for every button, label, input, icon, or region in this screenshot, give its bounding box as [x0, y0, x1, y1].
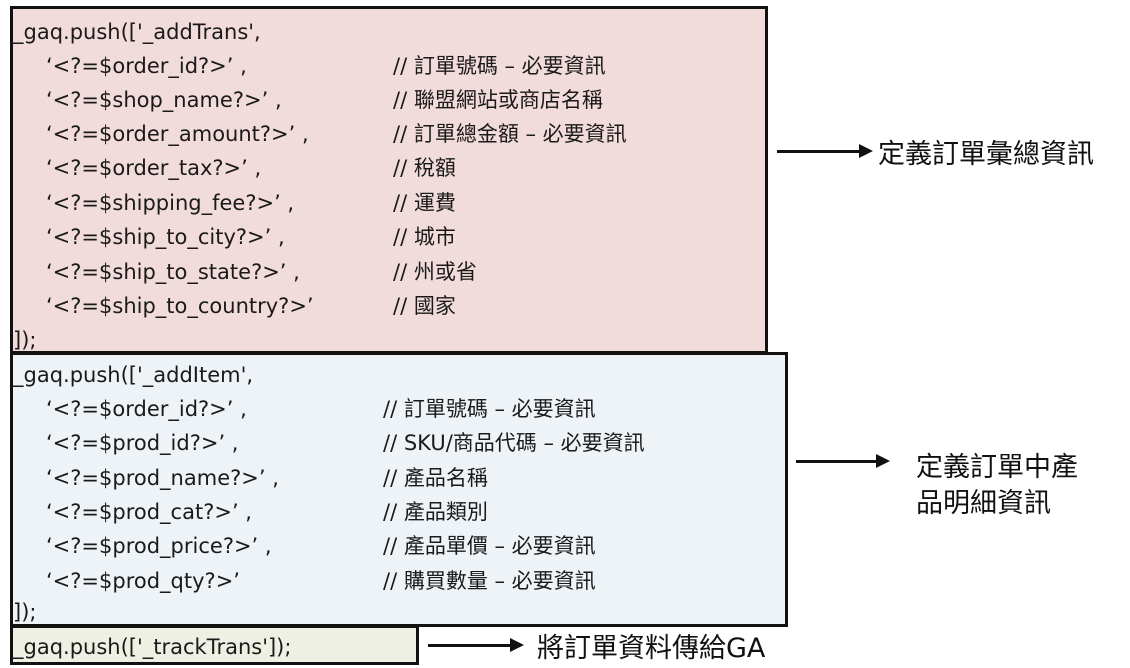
add-trans-open-line: _gaq.push(['_addTrans',	[13, 20, 261, 44]
trans-comment-order-id: // 訂單號碼 – 必要資訊	[393, 54, 606, 78]
item-annotation-line2: 品明細資訊	[916, 488, 1051, 519]
trans-comment-order-tax: // 稅額	[393, 156, 456, 180]
add-item-code-block: _gaq.push(['_addItem', ‘<?=$order_id?>’ …	[10, 352, 788, 627]
item-comment-prod-cat: // 產品類別	[383, 500, 488, 524]
item-param-prod-qty: ‘<?=$prod_qty?>’	[46, 569, 240, 593]
trans-param-ship-to-country: ‘<?=$ship_to_country?>’	[46, 294, 314, 318]
track-trans-line: _gaq.push(['_trackTrans']);	[13, 635, 292, 659]
add-item-close-line: ]);	[13, 600, 37, 624]
item-param-prod-id: ‘<?=$prod_id?>’ ,	[46, 431, 239, 455]
track-annotation: 將訂單資料傳給GA	[537, 633, 766, 664]
add-trans-close-line: ]);	[13, 328, 37, 352]
item-param-prod-cat: ‘<?=$prod_cat?>’ ,	[46, 500, 252, 524]
trans-arrow	[777, 144, 873, 158]
trans-param-shipping-fee: ‘<?=$shipping_fee?>’ ,	[46, 191, 295, 215]
add-trans-code-block: _gaq.push(['_addTrans', ‘<?=$order_id?>’…	[10, 6, 768, 354]
trans-comment-ship-to-state: // 州或省	[393, 260, 477, 284]
trans-param-ship-to-city: ‘<?=$ship_to_city?>’ ,	[46, 225, 285, 249]
item-comment-prod-name: // 產品名稱	[383, 466, 488, 490]
trans-param-order-amount: ‘<?=$order_amount?>’ ,	[46, 122, 309, 146]
trans-param-order-tax: ‘<?=$order_tax?>’ ,	[46, 156, 262, 180]
trans-comment-ship-to-city: // 城市	[393, 225, 456, 249]
add-item-open-line: _gaq.push(['_addItem',	[13, 363, 254, 387]
item-param-order-id: ‘<?=$order_id?>’ ,	[46, 397, 247, 421]
item-annotation-line1: 定義訂單中產	[916, 452, 1078, 483]
trans-param-shop-name: ‘<?=$shop_name?>’ ,	[46, 88, 282, 112]
trans-param-order-id: ‘<?=$order_id?>’ ,	[46, 54, 247, 78]
item-param-prod-name: ‘<?=$prod_name?>’ ,	[46, 466, 279, 490]
item-comment-order-id: // 訂單號碼 – 必要資訊	[383, 397, 596, 421]
trans-comment-shop-name: // 聯盟網站或商店名稱	[393, 88, 603, 112]
trans-param-ship-to-state: ‘<?=$ship_to_state?>’ ,	[46, 260, 300, 284]
item-comment-prod-id: // SKU/商品代碼 – 必要資訊	[383, 431, 645, 455]
trans-comment-order-amount: // 訂單總金額 – 必要資訊	[393, 122, 627, 146]
item-comment-prod-qty: // 購買數量 – 必要資訊	[383, 569, 596, 593]
track-arrow	[428, 638, 524, 652]
trans-comment-shipping-fee: // 運費	[393, 191, 456, 215]
trans-annotation: 定義訂單彙總資訊	[878, 139, 1094, 170]
trans-comment-ship-to-country: // 國家	[393, 294, 456, 318]
item-param-prod-price: ‘<?=$prod_price?>’ ,	[46, 534, 272, 558]
item-arrow	[796, 454, 890, 468]
item-comment-prod-price: // 產品單價 – 必要資訊	[383, 534, 596, 558]
track-trans-code-block: _gaq.push(['_trackTrans']);	[10, 625, 419, 665]
